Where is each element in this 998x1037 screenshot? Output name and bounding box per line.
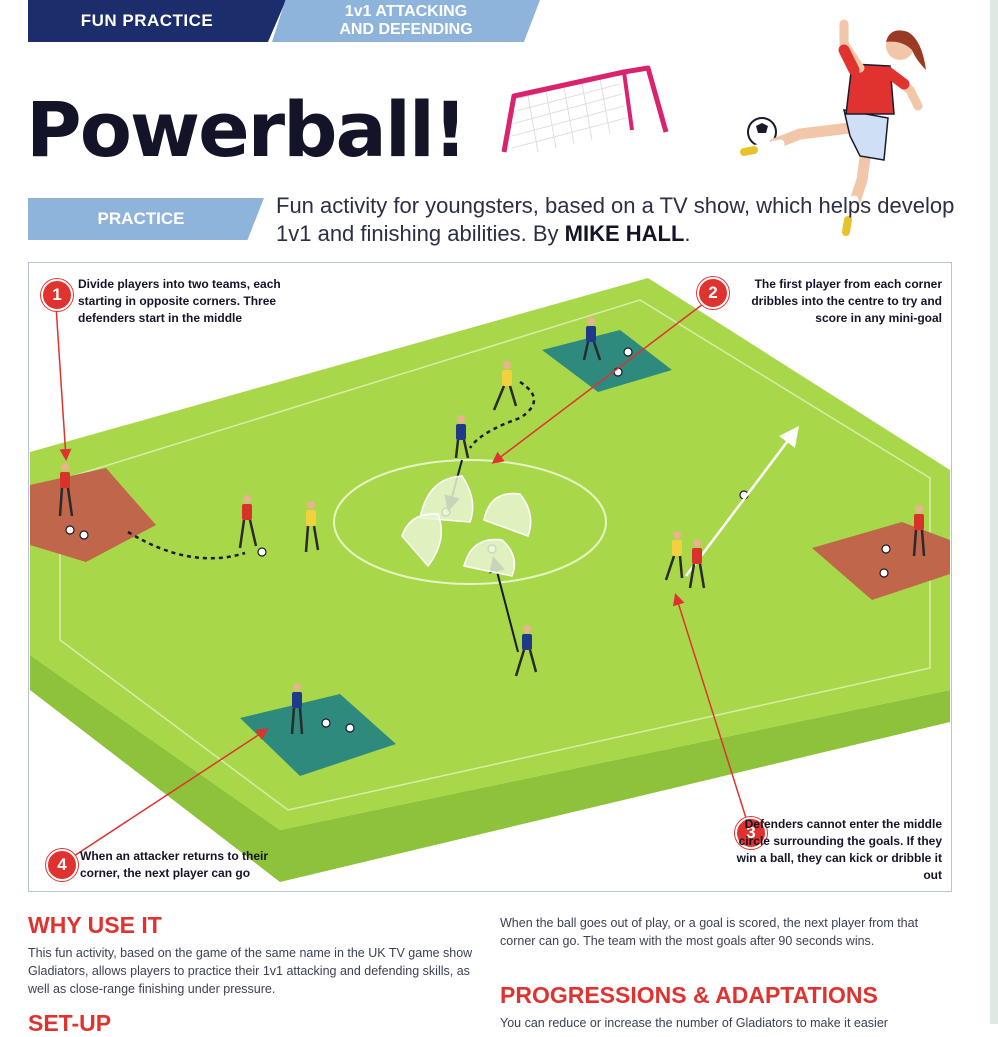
rules-body: When the ball goes out of play, or a goa… <box>500 916 919 948</box>
callout-badge-1: 1 <box>41 279 73 311</box>
author-name: MIKE HALL <box>564 221 685 246</box>
leader-line-2 <box>491 303 704 464</box>
pass-arrow-right <box>685 426 800 577</box>
why-use-it-heading: WHY USE IT <box>28 912 162 938</box>
footballer-illustration <box>740 19 926 236</box>
practice-tag-label: PRACTICE <box>97 209 185 228</box>
page-title: Powerball! <box>26 85 468 174</box>
category-tab-label: FUN PRACTICE <box>80 11 214 30</box>
mini-goal-cluster <box>401 475 532 577</box>
topic-tab: 1v1 ATTACKING AND DEFENDING <box>272 0 540 42</box>
progressions-heading: PROGRESSIONS & ADAPTATIONS <box>500 982 878 1008</box>
corner-zone-bottom <box>240 694 396 776</box>
category-tab-fun-practice: FUN PRACTICE <box>28 0 286 42</box>
mini-goal-illustration <box>501 65 669 153</box>
intro-end: . <box>684 221 691 246</box>
players <box>58 317 926 735</box>
leader-line-4 <box>73 728 269 857</box>
intro-body: Fun activity for youngsters, based on a … <box>276 193 955 246</box>
callout-badge-2: 2 <box>697 277 729 309</box>
pitch-lines <box>59 299 931 811</box>
callout-badge-3: 3 <box>735 817 767 849</box>
pitch-diagram-frame <box>28 262 952 892</box>
topic-tab-line2: AND DEFENDING <box>339 21 473 38</box>
intro-text: Fun activity for youngsters, based on a … <box>276 192 956 248</box>
why-use-it-body: This fun activity, based on the game of … <box>28 946 473 996</box>
shot-arrow-bottom <box>489 556 519 653</box>
leader-line-3 <box>672 593 747 819</box>
callout-4-text: When an attacker returns to their corner… <box>80 849 269 880</box>
leader-line-1 <box>55 305 72 461</box>
callout-1-text: Divide players into two teams, each star… <box>78 277 281 325</box>
corner-zone-top <box>542 330 672 392</box>
callout-2-text: The first player from each corner dribbl… <box>751 277 942 325</box>
topic-tab-line1: 1v1 ATTACKING <box>344 3 468 20</box>
pitch-side <box>30 655 950 882</box>
page-edge <box>990 0 998 1024</box>
centre-circle <box>333 459 607 585</box>
progressions-body: You can reduce or increase the number of… <box>500 1016 888 1030</box>
callout-3-text: Defenders cannot enter the middle circle… <box>736 817 942 882</box>
callout-badge-4: 4 <box>46 849 78 881</box>
practice-tag: PRACTICE <box>28 198 264 240</box>
dribble-path-left <box>127 530 246 560</box>
